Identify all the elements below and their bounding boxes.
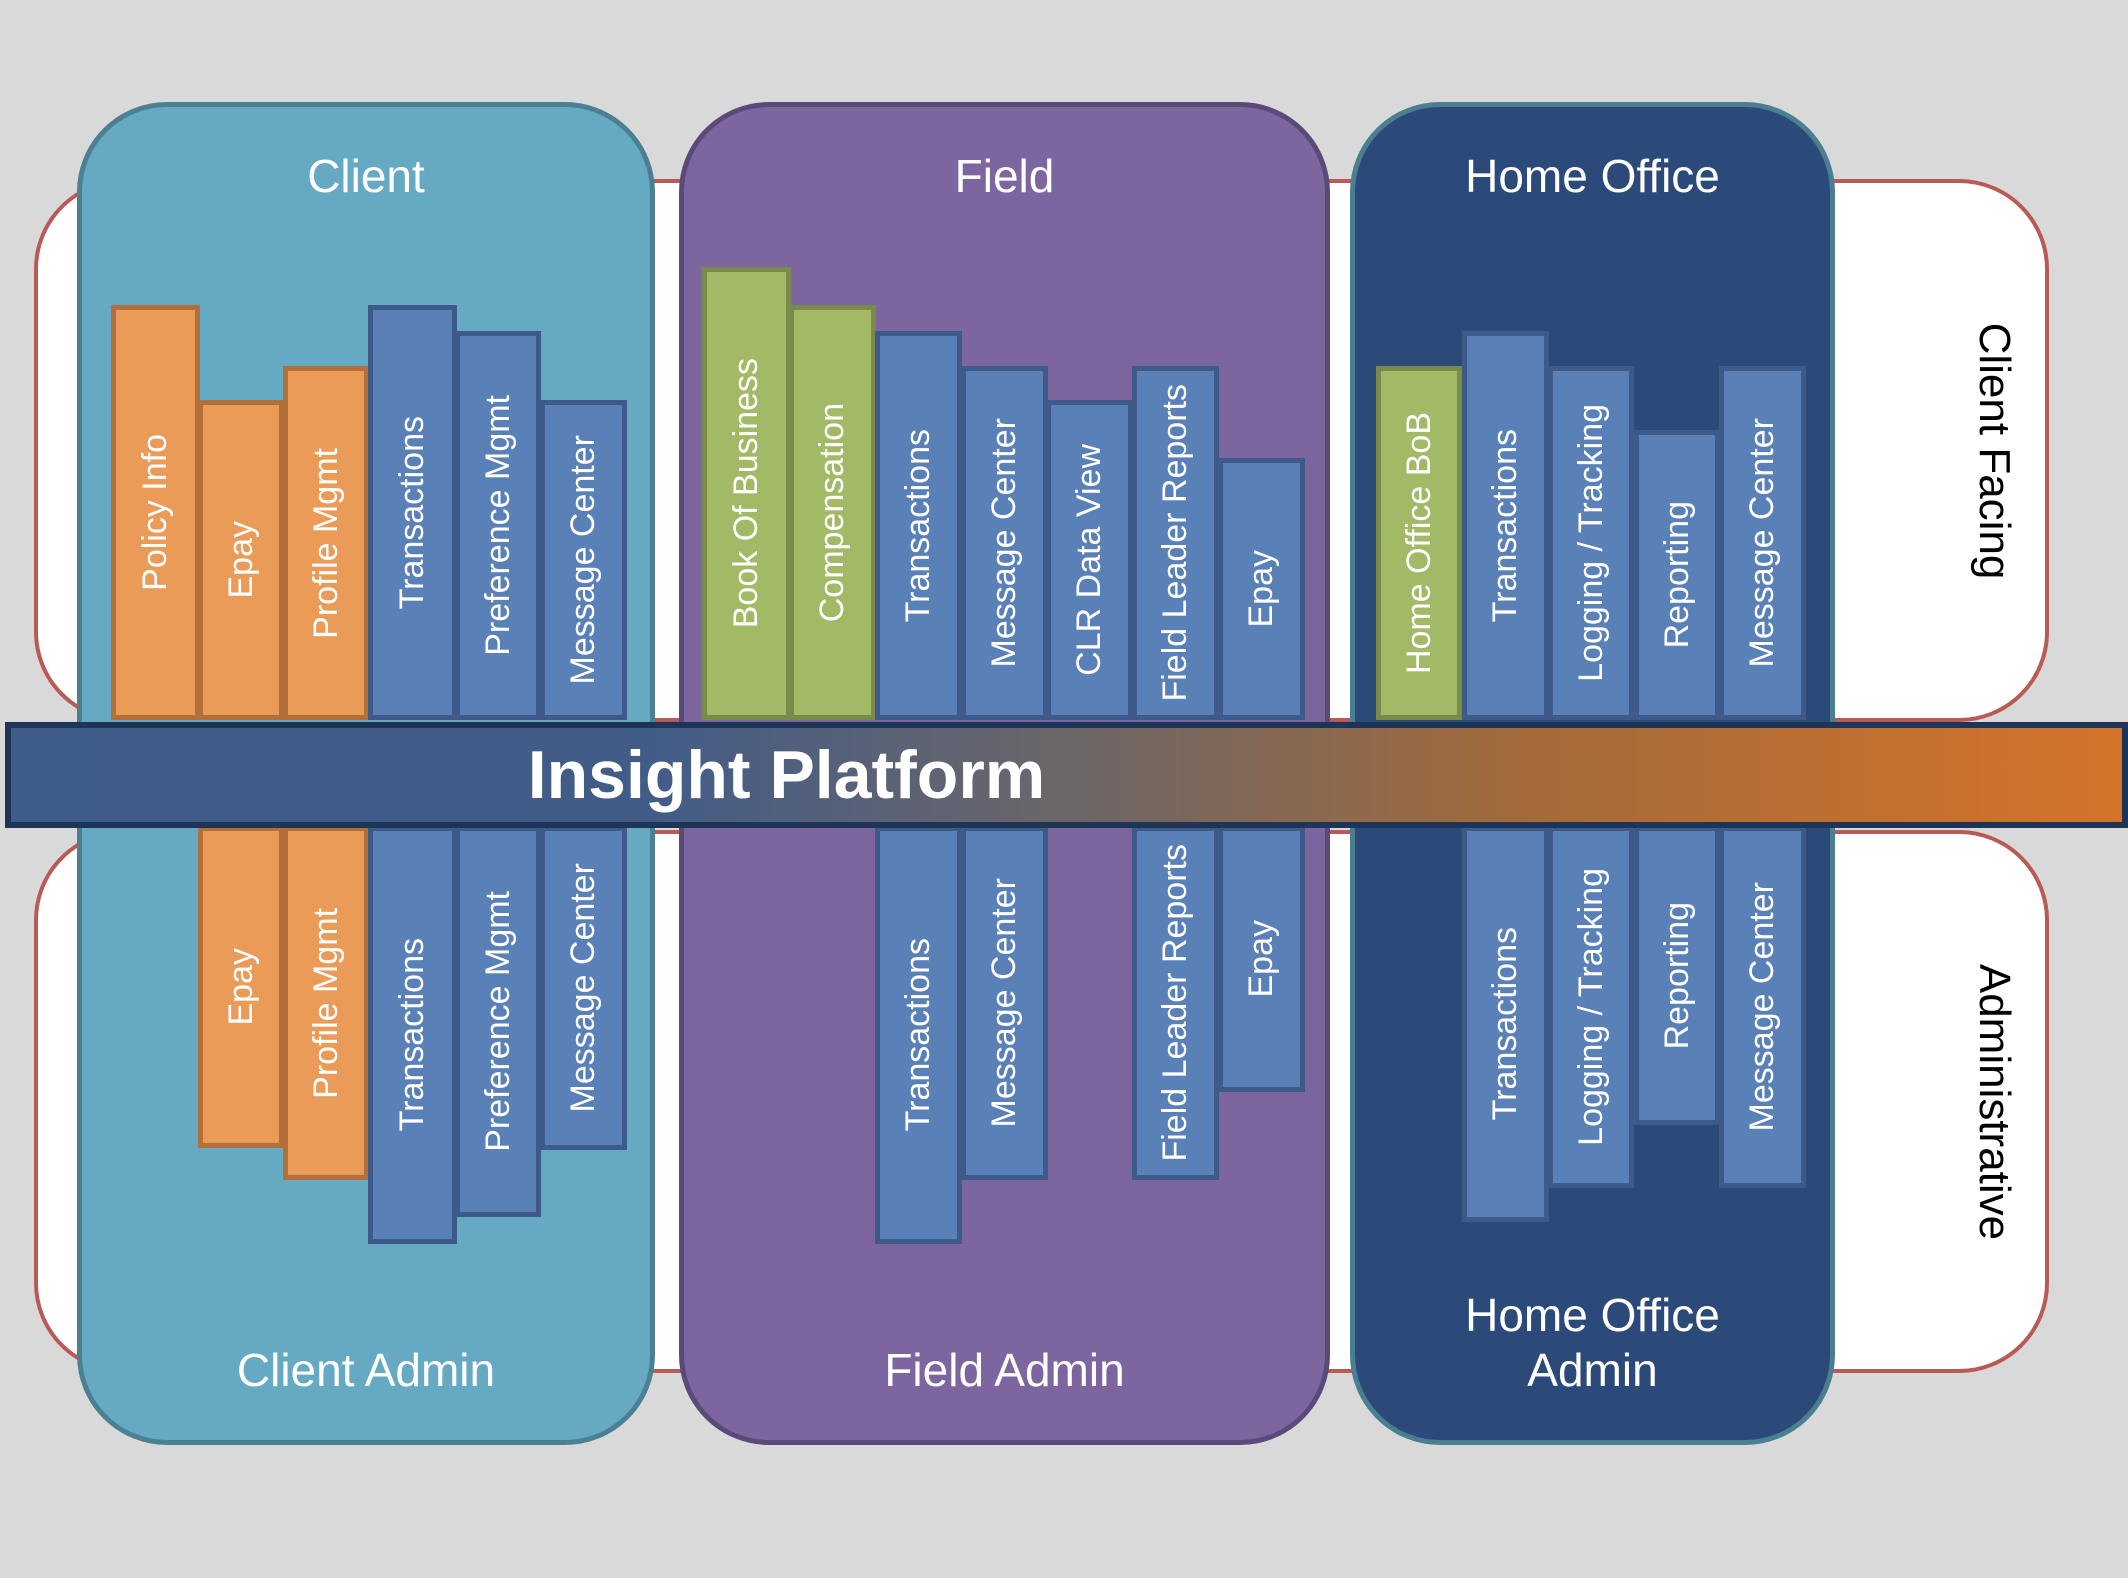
book-label: Transactions [899, 428, 937, 623]
book-label: Preference Mgmt [478, 395, 517, 656]
book-label: Epay [221, 948, 260, 1026]
home-office-bottom-book: Logging / Tracking [1548, 826, 1634, 1188]
field-top-book: Message Center [961, 366, 1048, 720]
book-label: Logging / Tracking [1571, 868, 1610, 1146]
client-bottom-book: Message Center [540, 826, 627, 1150]
book-label: Reporting [1657, 501, 1696, 649]
book-label: Reporting [1657, 901, 1696, 1050]
field-top-book: CLR Data View [1046, 400, 1133, 720]
field-bottom-book: Epay [1218, 826, 1305, 1092]
client-admin-title: Client Admin [236, 1343, 496, 1396]
book-label: Policy Info [136, 434, 174, 591]
book-label: Epay [221, 521, 260, 599]
client-top-book: Preference Mgmt [455, 331, 541, 720]
book-label: Transactions [1486, 927, 1524, 1121]
book-label: Message Center [985, 418, 1023, 668]
book-label: Preference Mgmt [478, 891, 517, 1152]
book-label: Message Center [1743, 418, 1781, 668]
client-bottom-book: Transactions [368, 826, 457, 1244]
home-office-bottom-book: Reporting [1634, 826, 1720, 1125]
client-bottom-book: Profile Mgmt [283, 826, 369, 1180]
field-bottom-book: Message Center [961, 826, 1048, 1180]
home-office-top-book: Transactions [1462, 331, 1549, 720]
client-top-book: Transactions [368, 305, 457, 720]
client-bottom-book: Preference Mgmt [455, 826, 541, 1217]
book-label: Profile Mgmt [306, 907, 345, 1099]
client-top-book: Profile Mgmt [283, 366, 369, 720]
book-label: Compensation [813, 402, 851, 623]
client-bottom-book: Epay [198, 826, 284, 1148]
home-office-admin-title: Home Office Admin [1465, 1288, 1720, 1396]
book-label: Message Center [564, 863, 602, 1113]
book-label: Epay [1242, 920, 1280, 998]
client-top-book: Epay [198, 400, 284, 720]
field-top-book: Transactions [875, 331, 962, 720]
book-label: Transactions [1486, 428, 1524, 623]
book-label: Transactions [393, 415, 431, 610]
book-label: Message Center [564, 435, 602, 685]
home-office-top-book: Logging / Tracking [1548, 366, 1634, 720]
book-label: Transactions [393, 938, 431, 1132]
field-top-book: Compensation [789, 305, 876, 720]
field-top-book: Epay [1218, 458, 1305, 720]
book-label: Field Leader Reports [1156, 844, 1194, 1162]
field-admin-title: Field Admin [884, 1343, 1125, 1396]
book-label: Profile Mgmt [306, 447, 345, 639]
book-label: Book Of Business [727, 358, 765, 629]
insight-platform-bar: Insight Platform [5, 722, 2128, 828]
book-label: Home Office BoB [1399, 411, 1438, 675]
client-top-book: Policy Info [111, 305, 200, 720]
book-label: Transactions [899, 938, 937, 1132]
book-label: Logging / Tracking [1571, 404, 1610, 682]
field-top-book: Book Of Business [702, 267, 791, 720]
insight-platform-label: Insight Platform [527, 737, 1046, 813]
home-office-bottom-book: Transactions [1462, 826, 1549, 1222]
field-bottom-book: Field Leader Reports [1132, 826, 1219, 1180]
home-office-top-book: Reporting [1634, 430, 1720, 720]
administrative-label: Administrative [1970, 963, 2019, 1240]
home-office-bottom-book: Message Center [1719, 826, 1806, 1188]
home-office-top-book: Home Office BoB [1376, 366, 1462, 720]
home-office-top-book: Message Center [1719, 366, 1806, 720]
field-title: Field [954, 150, 1055, 202]
home-office-title: Home Office [1465, 150, 1720, 202]
book-label: Message Center [1743, 882, 1781, 1132]
field-top-book: Field Leader Reports [1132, 366, 1219, 720]
client-top-book: Message Center [540, 400, 627, 720]
field-bottom-book: Transactions [875, 826, 962, 1244]
book-label: Message Center [985, 878, 1023, 1128]
book-label: Field Leader Reports [1156, 384, 1194, 702]
client-title: Client [307, 150, 425, 202]
book-label: CLR Data View [1070, 444, 1108, 676]
book-label: Epay [1242, 550, 1280, 628]
client-facing-label: Client Facing [1970, 322, 2019, 579]
